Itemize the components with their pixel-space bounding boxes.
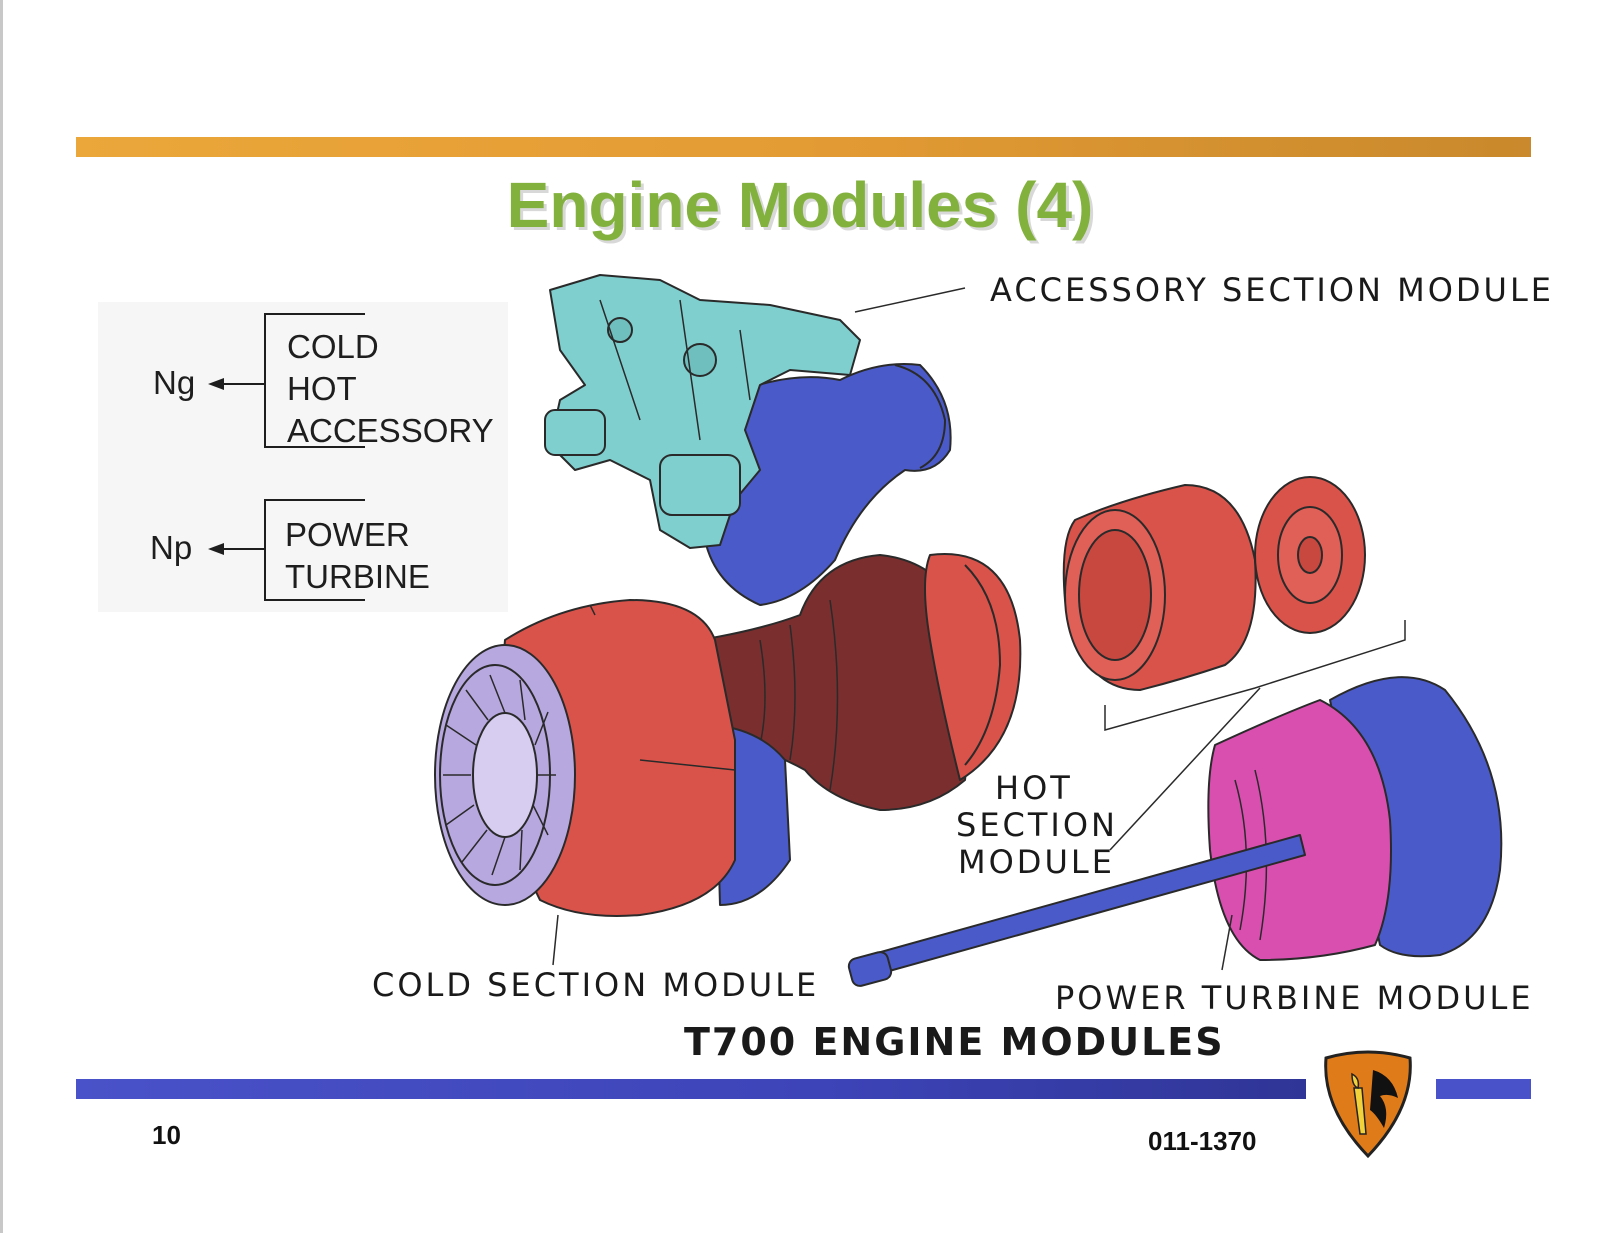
page-number: 10: [152, 1120, 181, 1150]
ng-symbol: Ng: [153, 364, 196, 401]
hot-section-rings: [1062, 476, 1366, 691]
document-code: 011-1370: [1148, 1126, 1257, 1156]
accessory-gearbox: [544, 274, 861, 549]
legend-item-power: POWER: [285, 516, 410, 553]
power-turbine-module: [847, 676, 1503, 987]
leader-lines: [552, 287, 1406, 971]
callout-hot-line-2: SECTION: [956, 806, 1118, 844]
legend-item-accessory: ACCESSORY: [287, 412, 494, 449]
legend-item-hot: HOT: [287, 370, 357, 407]
legend-arrowheads: [208, 378, 224, 555]
legend-item-turbine: TURBINE: [285, 558, 430, 595]
np-symbol: Np: [150, 529, 193, 566]
legend-panel: [98, 302, 508, 612]
shield-torch-eagle-logo-icon: [1324, 1050, 1412, 1159]
bottom-accent-bar: [76, 1079, 1306, 1099]
figure-caption: T700 ENGINE MODULES: [684, 1020, 1225, 1064]
page-edge: [0, 0, 3, 1233]
callout-hot-line-1: HOT: [995, 769, 1073, 807]
legend-item-cold: COLD: [287, 328, 379, 365]
callout-accessory-section: ACCESSORY SECTION MODULE: [990, 271, 1555, 309]
legend-brackets: [220, 313, 365, 601]
top-accent-bar: [76, 137, 1531, 157]
callout-hot-line-3: MODULE: [958, 843, 1115, 881]
bottom-accent-bar-right: [1436, 1079, 1531, 1099]
slide-title: Engine Modules (4): [506, 169, 1094, 241]
callout-power-turbine: POWER TURBINE MODULE: [1055, 979, 1534, 1017]
callout-cold-section: COLD SECTION MODULE: [372, 966, 820, 1004]
cold-section-module: [434, 599, 791, 917]
